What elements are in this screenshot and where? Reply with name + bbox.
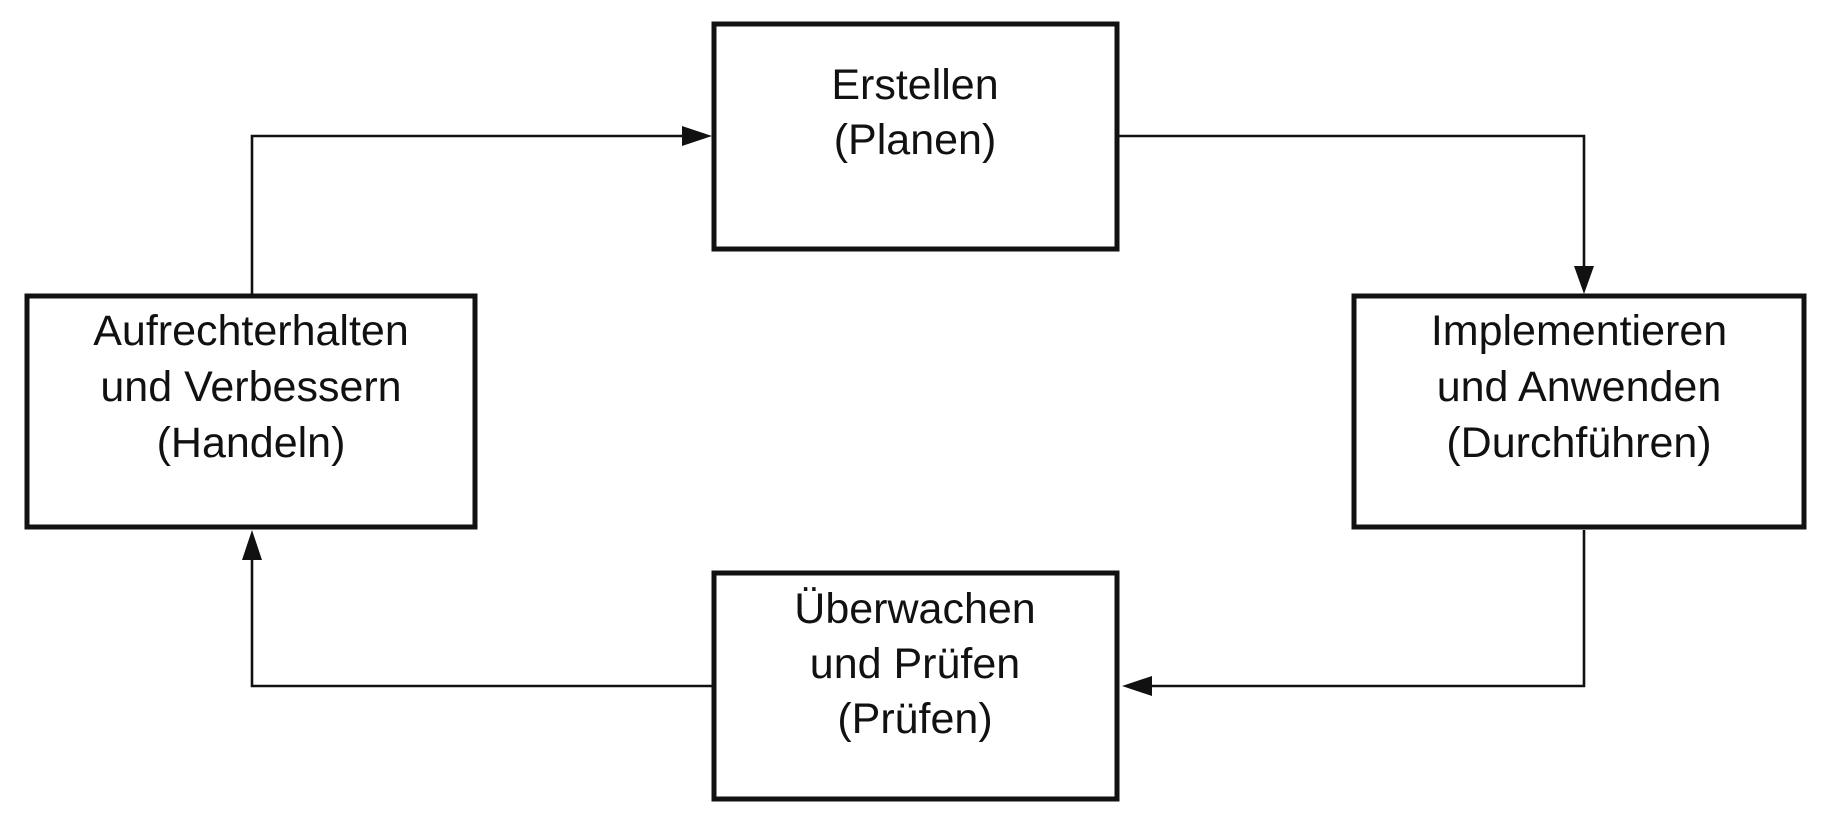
node-act: Aufrechterhalten und Verbessern (Handeln…: [24, 293, 478, 530]
node-act-line3: (Handeln): [157, 419, 346, 467]
node-do-line3: (Durchführen): [1446, 419, 1711, 467]
node-act-line1: Aufrechterhalten: [93, 307, 409, 355]
connector-do-to-check: [1140, 530, 1586, 688]
arrowhead-act-to-plan: [682, 126, 712, 146]
node-do-line1: Implementieren: [1431, 307, 1727, 355]
arrowhead-do-to-check: [1122, 676, 1152, 696]
node-act-line2: und Verbessern: [100, 363, 401, 411]
node-check-box: [711, 570, 1120, 802]
node-plan: Erstellen (Planen): [711, 21, 1120, 252]
node-do-box: [1351, 293, 1807, 530]
node-check-line2: und Prüfen: [810, 640, 1020, 688]
arrowhead-check-to-act: [242, 530, 262, 560]
node-check: Überwachen und Prüfen (Prüfen): [711, 570, 1120, 802]
arrowhead-plan-to-do: [1574, 266, 1594, 294]
connector-plan-to-do: [1118, 134, 1586, 272]
node-do-line2: und Anwenden: [1437, 363, 1722, 411]
node-check-line1: Überwachen: [794, 585, 1035, 633]
node-check-line3: (Prüfen): [837, 695, 992, 743]
node-plan-box: [711, 21, 1120, 252]
node-act-box: [24, 293, 478, 530]
node-do: Implementieren und Anwenden (Durchführen…: [1351, 293, 1807, 530]
node-plan-line1: Erstellen: [831, 61, 998, 109]
connector-check-to-act: [250, 556, 712, 688]
node-plan-line2: (Planen): [834, 116, 997, 164]
connectors: [242, 126, 1594, 696]
connector-act-to-plan: [250, 134, 686, 294]
